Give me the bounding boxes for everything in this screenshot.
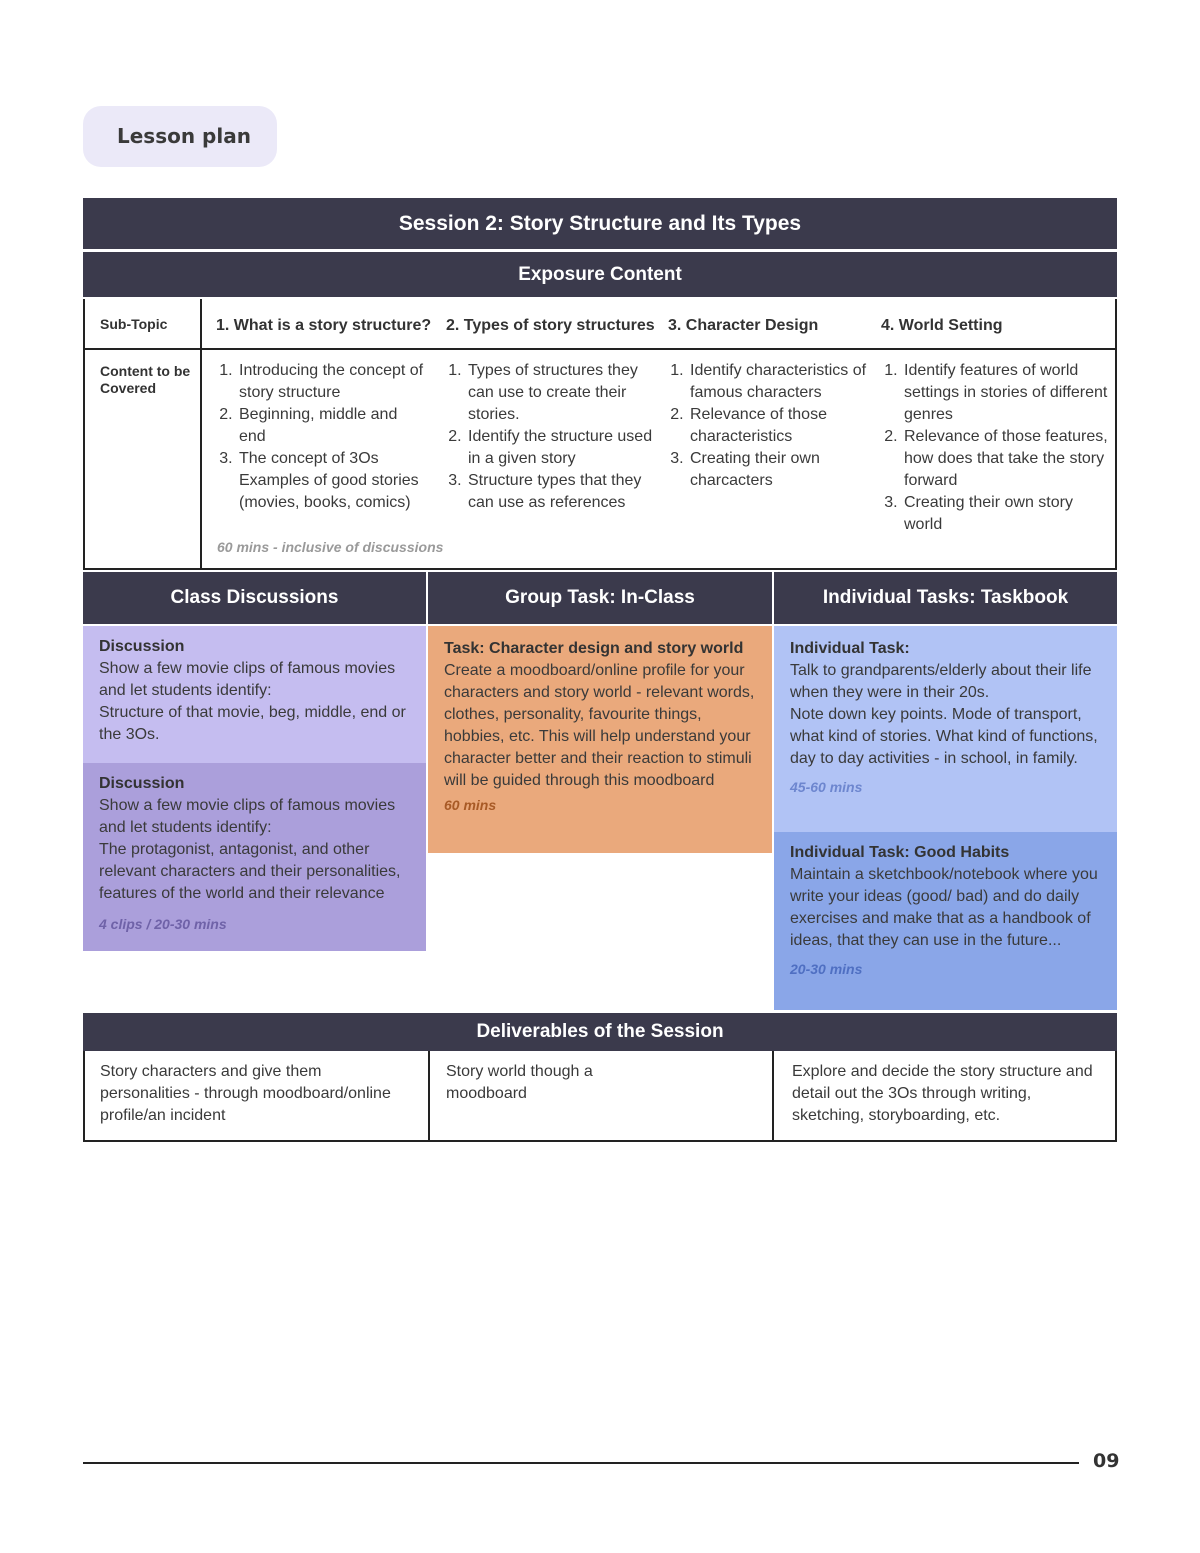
content-label: Content to be Covered <box>100 363 191 396</box>
group-task-title: Task: Character design and story world <box>444 640 744 657</box>
group-task-box: Task: Character design and story world C… <box>428 626 772 853</box>
footer-divider <box>83 1462 1079 1464</box>
subtopic-4-content: Identify features of world settings in s… <box>882 360 1114 536</box>
individual-task-box-2: Individual Task: Good Habits Maintain a … <box>774 832 1117 1010</box>
list-item: Structure types that they can use as ref… <box>466 470 656 514</box>
list-item: Identify the structure used in a given s… <box>466 426 656 470</box>
lesson-plan-badge: Lesson plan <box>83 106 277 167</box>
subtopic-4-title: 4. World Setting <box>881 317 1003 334</box>
individual-task-2-time-note: 20-30 mins <box>790 961 863 977</box>
list-item: Creating their own charcacters <box>688 448 868 492</box>
deliverable-1: Story characters and give them personali… <box>100 1063 391 1124</box>
group-task-time-note: 60 mins <box>444 797 497 813</box>
exposure-time-note: 60 mins - inclusive of discussions <box>217 539 444 555</box>
individual-task-1-body: Talk to grandparents/elderly about their… <box>790 662 1092 701</box>
discussion-box-2: Discussion Show a few movie clips of fam… <box>83 763 426 951</box>
discussion-1-title: Discussion <box>99 638 185 655</box>
discussion-2-body2: The protagonist, antagonist, and other r… <box>99 841 401 902</box>
list-item: Relevance of those features, how does th… <box>902 426 1114 492</box>
deliverables-heading: Deliverables of the Session <box>83 1013 1117 1051</box>
group-task-heading: Group Task: In-Class <box>428 572 772 624</box>
list-item: Relevance of those characteristics <box>688 404 868 448</box>
deliverables-table: Story characters and give them personali… <box>83 1051 1117 1142</box>
page-number: 09 <box>1093 1450 1120 1472</box>
discussion-box-1: Discussion Show a few movie clips of fam… <box>83 626 426 763</box>
subtopic-2-content: Types of structures they can use to crea… <box>446 360 656 514</box>
individual-task-1-title: Individual Task: <box>790 640 910 657</box>
group-task-body: Create a moodboard/online profile for yo… <box>444 662 755 789</box>
list-item: The concept of 3Os Examples of good stor… <box>237 448 427 514</box>
deliverable-2: Story world though a moodboard <box>446 1063 593 1102</box>
individual-task-1-time-note: 45-60 mins <box>790 779 863 795</box>
session-title: Session 2: Story Structure and Its Types <box>83 198 1117 249</box>
discussion-2-title: Discussion <box>99 775 185 792</box>
subtopic-1-title: 1. What is a story structure? <box>216 317 432 334</box>
list-item: Introducing the concept of story structu… <box>237 360 427 404</box>
subtopic-label: Sub-Topic <box>100 316 168 332</box>
list-item: Beginning, middle and end <box>237 404 427 448</box>
deliverable-3: Explore and decide the story structure a… <box>792 1063 1093 1124</box>
individual-task-2-body: Maintain a sketchbook/notebook where you… <box>790 866 1098 949</box>
individual-task-1-body2: Note down key points. Mode of transport,… <box>790 706 1098 767</box>
subtopic-3-content: Identify characteristics of famous chara… <box>668 360 868 492</box>
subtopic-3-title: 3. Character Design <box>668 317 819 334</box>
individual-task-2-title: Individual Task: Good Habits <box>790 844 1010 861</box>
subtopic-2-title: 2. Types of story structures <box>446 317 655 334</box>
individual-task-box-1: Individual Task: Talk to grandparents/el… <box>774 626 1117 832</box>
discussion-2-body: Show a few movie clips of famous movies … <box>99 797 396 836</box>
class-discussions-heading: Class Discussions <box>83 572 426 624</box>
list-item: Identify features of world settings in s… <box>902 360 1114 426</box>
exposure-content-heading: Exposure Content <box>83 252 1117 297</box>
discussion-2-time-note: 4 clips / 20-30 mins <box>99 916 227 932</box>
individual-tasks-heading: Individual Tasks: Taskbook <box>774 572 1117 624</box>
discussion-1-body2: Structure of that movie, beg, middle, en… <box>99 704 406 743</box>
list-item: Identify characteristics of famous chara… <box>688 360 868 404</box>
exposure-table: Sub-Topic Content to be Covered 1. What … <box>83 299 1117 570</box>
list-item: Creating their own story world <box>902 492 1114 536</box>
list-item: Types of structures they can use to crea… <box>466 360 656 426</box>
subtopic-1-content: Introducing the concept of story structu… <box>217 360 427 514</box>
discussion-1-body: Show a few movie clips of famous movies … <box>99 660 396 699</box>
